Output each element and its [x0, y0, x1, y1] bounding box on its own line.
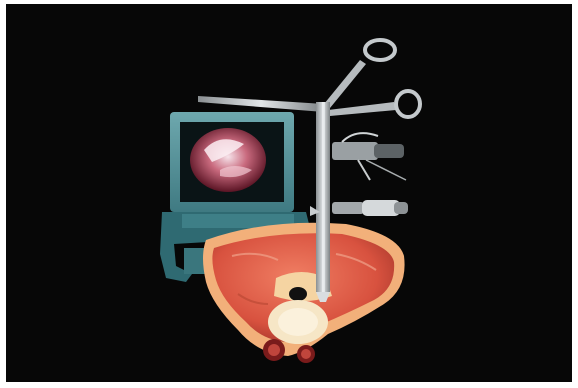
spinal-canal	[289, 287, 307, 301]
camera-attachment	[332, 133, 406, 180]
endoscopic-view	[190, 128, 266, 192]
photo-frame	[6, 4, 572, 382]
spinal-cross-section	[203, 223, 405, 363]
finger-ring-right	[396, 91, 420, 117]
finger-ring-top	[365, 40, 395, 60]
endoscopic-spine-surgery-illustration	[6, 4, 572, 382]
instrument-arm	[198, 96, 324, 112]
